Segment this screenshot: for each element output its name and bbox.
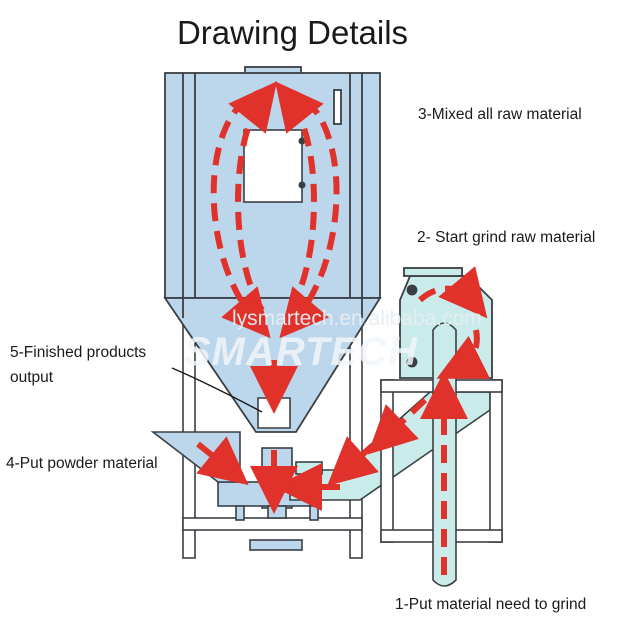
mixing-loop-arrow bbox=[275, 81, 324, 312]
label-step3: 3-Mixed all raw material bbox=[418, 106, 582, 123]
transfer-arrow bbox=[367, 397, 428, 455]
label-step1: 1-Put material need to grind bbox=[395, 596, 587, 613]
mixer-window bbox=[243, 129, 306, 203]
mixing-loop-arrow bbox=[210, 87, 273, 339]
flow-arrows bbox=[196, 81, 491, 575]
watermark-url: lysmartech.en.alibaba.com bbox=[232, 307, 482, 330]
mixing-loop-arrow bbox=[279, 87, 340, 339]
mixing-loop-arrow bbox=[228, 81, 277, 312]
label-step4: 4-Put powder material bbox=[6, 455, 158, 472]
powder-hopper bbox=[150, 431, 241, 483]
powder-arrow bbox=[196, 436, 249, 486]
watermark-brand: SMARTECH bbox=[184, 330, 418, 374]
label-step5-line2: output bbox=[10, 369, 54, 386]
grind-loop-arrow bbox=[436, 329, 491, 379]
mixer-frame bbox=[182, 299, 363, 559]
output-pointer-line bbox=[171, 367, 263, 413]
label-step5-line1: 5-Finished products bbox=[10, 344, 147, 361]
diagram-title: Drawing Details bbox=[176, 14, 409, 51]
grind-loop-arrow bbox=[417, 266, 488, 319]
label-step2: 2- Start grind raw material bbox=[417, 229, 596, 246]
transfer-arrow bbox=[327, 436, 379, 486]
